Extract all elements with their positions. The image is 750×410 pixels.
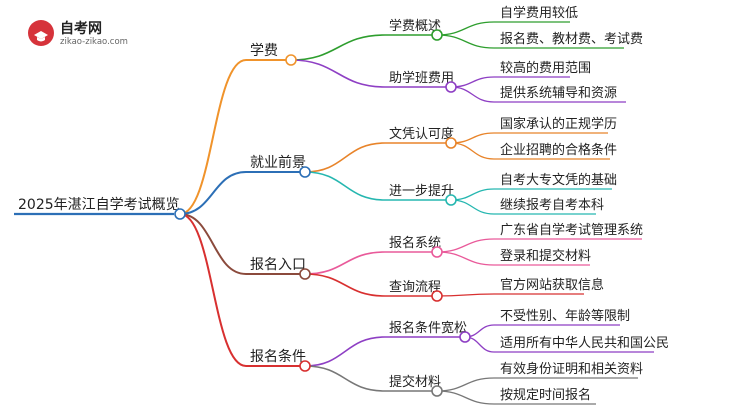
subtopic-label: 文凭认可度 (389, 126, 454, 142)
leaf-link (436, 251, 495, 266)
subtopic-link (304, 251, 386, 275)
logo-url: zikao-zikao.com (60, 37, 128, 47)
subtopic-label: 报名系统 (389, 235, 441, 251)
branch-link (179, 213, 247, 275)
branch-2-label: 就业前景 (250, 154, 306, 171)
root-node[interactable] (174, 208, 186, 220)
leaf-label: 官方网站获取信息 (500, 277, 604, 293)
branch-link (179, 171, 247, 215)
leaf-label: 继续报考自考本科 (500, 198, 604, 213)
subtopic-link (290, 34, 386, 61)
leaf-label: 较高的费用范围 (500, 60, 591, 76)
site-logo: 自考网 zikao-zikao.com (28, 16, 158, 52)
leaf-link (436, 390, 495, 405)
branch-3-label: 报名入口 (250, 257, 306, 273)
subtopic-node[interactable] (431, 290, 443, 302)
logo-name: 自考网 (60, 21, 102, 37)
subtopic-node[interactable] (431, 29, 443, 41)
subtopic-label: 报名条件宽松 (389, 320, 467, 336)
subtopic-label: 进一步提升 (389, 183, 454, 199)
subtopic-node[interactable] (431, 385, 443, 397)
leaf-link (436, 377, 495, 392)
subtopic-link (304, 142, 386, 173)
leaf-link (450, 86, 495, 103)
branch-node[interactable] (299, 166, 311, 178)
subtopic-node[interactable] (445, 81, 457, 93)
branch-link (179, 213, 247, 367)
subtopic-link (290, 59, 386, 88)
leaf-label: 报名费、教材费、考试费 (500, 31, 643, 47)
subtopic-label: 提交材料 (389, 374, 441, 390)
subtopic-node[interactable] (445, 194, 457, 206)
leaf-label: 有效身份证明和相关资料 (500, 361, 643, 377)
leaf-label: 提供系统辅导和资源 (500, 85, 617, 101)
leaf-link (450, 132, 495, 144)
branch-node[interactable] (285, 54, 297, 66)
leaf-link (436, 34, 495, 49)
leaf-label: 登录和提交材料 (500, 248, 591, 264)
leaf-link (450, 142, 495, 160)
leaf-label: 不受性别、年龄等限制 (500, 308, 630, 324)
leaf-label: 自学费用较低 (500, 5, 578, 21)
subtopic-link (304, 336, 386, 367)
leaf-label: 按规定时间报名 (500, 387, 591, 403)
branch-node[interactable] (299, 268, 311, 280)
branch-4-label: 报名条件 (250, 348, 306, 365)
root-topic: 2025年湛江自学考试概览 (18, 197, 180, 213)
subtopic-link (304, 365, 386, 392)
branch-link (179, 59, 247, 215)
subtopic-link (304, 273, 386, 297)
leaf-label: 自考大专文凭的基础 (500, 172, 617, 188)
subtopic-label: 助学班费用 (389, 70, 454, 86)
leaf-link (436, 238, 495, 253)
subtopic-node[interactable] (459, 331, 471, 343)
subtopic-label: 查询流程 (389, 280, 441, 295)
leaf-link (450, 188, 495, 201)
branch-1-label: 学费 (250, 43, 278, 59)
leaf-link (436, 293, 495, 297)
subtopic-node[interactable] (445, 137, 457, 149)
branch-node[interactable] (299, 360, 311, 372)
leaf-link (450, 76, 495, 88)
leaf-label: 国家承认的正规学历 (500, 116, 617, 132)
leaf-link (450, 199, 495, 215)
subtopic-link (304, 171, 386, 201)
graduation-cap-icon (28, 20, 54, 46)
leaf-label: 广东省自学考试管理系统 (500, 222, 643, 238)
leaf-label: 企业招聘的合格条件 (500, 142, 617, 158)
leaf-label: 适用所有中华人民共和国公民 (500, 336, 669, 351)
leaf-link (436, 21, 495, 36)
subtopic-node[interactable] (431, 246, 443, 258)
subtopic-label: 学费概述 (389, 18, 441, 34)
